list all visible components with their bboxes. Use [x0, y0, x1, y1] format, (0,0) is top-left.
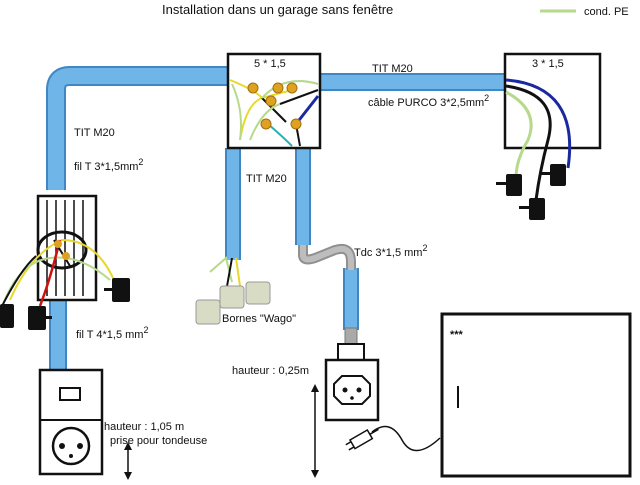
height-arrow-middle	[311, 384, 319, 478]
wago-terminals	[195, 256, 271, 325]
right-plug-2	[550, 164, 566, 186]
label-tit-top: TIT M20	[372, 63, 413, 75]
left-plug-1	[0, 304, 14, 328]
cord-plug	[345, 428, 379, 451]
connector-4	[265, 95, 277, 107]
label-tit-mid: TIT M20	[246, 173, 287, 185]
conduit-top-left-fill	[48, 68, 230, 190]
label-tdc: Tdc 3*1,5 mm2	[354, 243, 427, 259]
label-bornes: Bornes "Wago"	[222, 313, 296, 325]
wago-2	[219, 285, 245, 309]
connector-3	[286, 82, 298, 94]
connector-6	[290, 118, 302, 130]
connector-1	[247, 82, 259, 94]
label-cable-purco: câble PURCO 3*2,5mm2	[368, 93, 489, 109]
diagram-title: Installation dans un garage sans fenêtre	[162, 2, 393, 17]
center-box-label: 5 * 1,5	[254, 58, 286, 70]
fridge-label: ***	[450, 329, 464, 341]
label-prise: prise pour tondeuse	[110, 435, 207, 447]
middle-socket-box	[324, 343, 380, 422]
wago-3	[245, 281, 271, 305]
right-junction-box: 3 * 1,5	[496, 52, 602, 220]
right-plug-3	[529, 198, 545, 220]
switch-button	[59, 387, 81, 401]
right-box-label: 3 * 1,5	[532, 58, 564, 70]
connector-2	[272, 82, 284, 94]
label-fil-t3: fil T 3*1,5mm2	[74, 157, 143, 173]
right-plug-1	[506, 174, 522, 196]
label-hauteur-left: hauteur : 1,05 m	[104, 421, 184, 433]
label-hauteur-mid: hauteur : 0,25m	[232, 365, 309, 377]
left-outlet-box	[38, 368, 104, 476]
socket-middle	[333, 375, 371, 405]
left-plug-3	[112, 278, 130, 302]
conduits	[46, 66, 506, 372]
socket-mower	[51, 426, 91, 466]
center-junction-box: 5 * 1,5	[226, 52, 322, 150]
label-tit-left: TIT M20	[74, 127, 115, 139]
legend-label: cond. PE	[584, 6, 629, 18]
power-cord	[371, 425, 441, 452]
wago-1	[195, 299, 221, 325]
connector-5	[260, 118, 272, 130]
left-plug-2	[28, 306, 46, 330]
label-fil-t4: fil T 4*1,5 mm2	[76, 325, 148, 341]
tdc-gray-cable-fill	[300, 245, 354, 270]
fridge: ***	[440, 312, 632, 478]
height-arrow-left	[124, 442, 132, 480]
left-junction-box	[0, 194, 130, 330]
